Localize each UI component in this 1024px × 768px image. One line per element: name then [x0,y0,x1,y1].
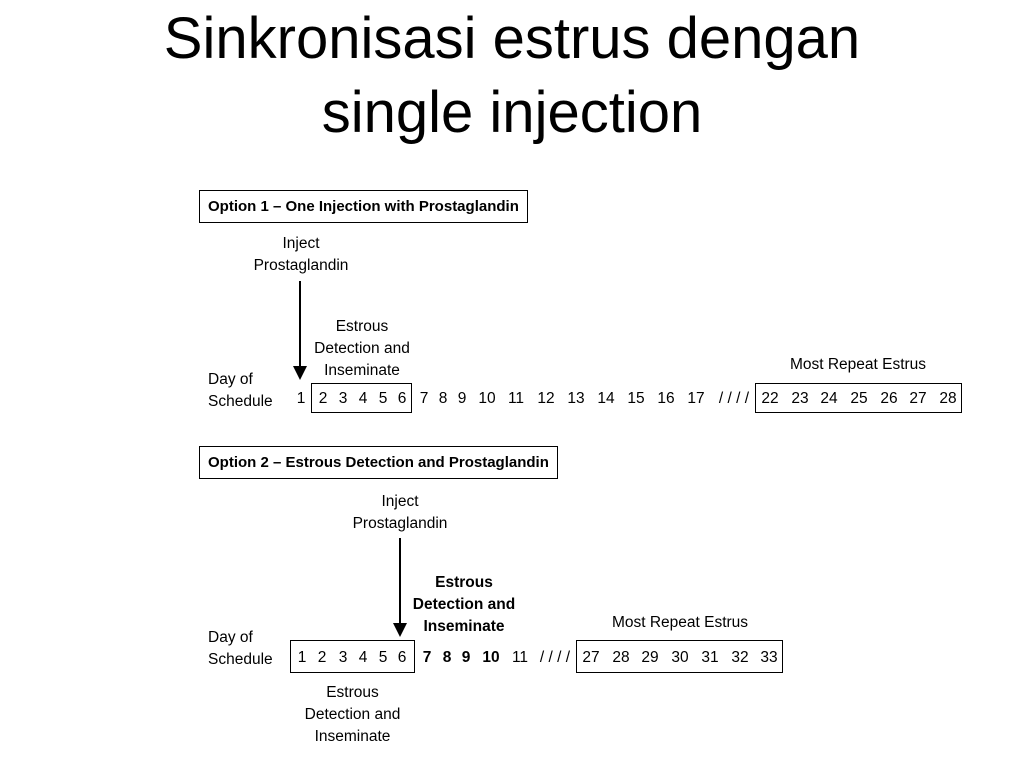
day-number: 13 [567,390,585,407]
day-number: 32 [731,649,749,666]
day-number: 7 [419,390,429,407]
page-title: Sinkronisasi estrus dengan single inject… [0,2,1024,150]
day-number: 1 [296,390,306,407]
day-number: 30 [671,649,689,666]
day-number: 8 [442,649,452,666]
option-2-detection-label-bold: Estrous Detection and Inseminate [412,574,516,635]
day-number: 27 [582,649,600,666]
option-1-arrow-head [293,366,307,380]
option-1-detection-box [311,383,412,413]
option-2-inject-label: Inject Prostaglandin [352,493,448,532]
day-number: 11 [507,390,525,407]
day-number: 28 [612,649,630,666]
day-number: 25 [850,390,868,407]
day-number: 17 [687,390,705,407]
day-number: 14 [597,390,615,407]
day-number: 4 [358,390,368,407]
day-number: 5 [378,390,388,407]
option-2-repeat-label: Most Repeat Estrus [611,614,749,631]
day-number: 26 [880,390,898,407]
day-number: 10 [482,649,500,666]
day-number: 1 [297,649,307,666]
day-number: 11 [511,649,529,666]
day-number: 3 [338,649,348,666]
option-2-inject-arrow [399,538,401,624]
day-number: 2 [318,390,328,407]
day-number: 5 [378,649,388,666]
option-1-repeat-box [755,383,962,413]
day-number: / / / / [539,649,571,666]
day-number: 28 [939,390,957,407]
day-number: 29 [641,649,659,666]
option-2-detection-label-below: Estrous Detection and Inseminate [304,684,401,745]
day-number: 6 [397,649,407,666]
title-line-2: single injection [321,80,703,145]
day-number: 6 [397,390,407,407]
day-number: 12 [537,390,555,407]
day-number: 7 [422,649,432,666]
option-1-detection-label: Estrous Detection and Inseminate [314,318,410,379]
day-number: 9 [461,649,471,666]
option-2-arrow-head [393,623,407,637]
day-number: 23 [791,390,809,407]
option-1-inject-arrow [299,281,301,367]
day-number: 24 [820,390,838,407]
day-number: 2 [317,649,327,666]
title-line-1: Sinkronisasi estrus dengan [163,6,861,71]
option-2-repeat-box [576,640,783,673]
day-number: 8 [438,390,448,407]
day-number: 31 [701,649,719,666]
option-1-inject-label: Inject Prostaglandin [253,235,349,274]
day-number: 3 [338,390,348,407]
day-number: 10 [478,390,496,407]
day-number: / / / / [718,390,750,407]
option-2-heading: Option 2 – Estrous Detection and Prostag… [199,446,558,479]
day-number: 4 [358,649,368,666]
option-2-detection-box [290,640,415,673]
day-number: 16 [657,390,675,407]
option-1-repeat-label: Most Repeat Estrus [789,356,927,373]
day-number: 9 [457,390,467,407]
day-number: 27 [909,390,927,407]
option-1-schedule-label: Day of Schedule [208,371,273,410]
option-1-heading: Option 1 – One Injection with Prostaglan… [199,190,528,223]
day-number: 15 [627,390,645,407]
option-2-schedule-label: Day of Schedule [208,629,273,668]
day-number: 33 [760,649,778,666]
day-number: 22 [761,390,779,407]
